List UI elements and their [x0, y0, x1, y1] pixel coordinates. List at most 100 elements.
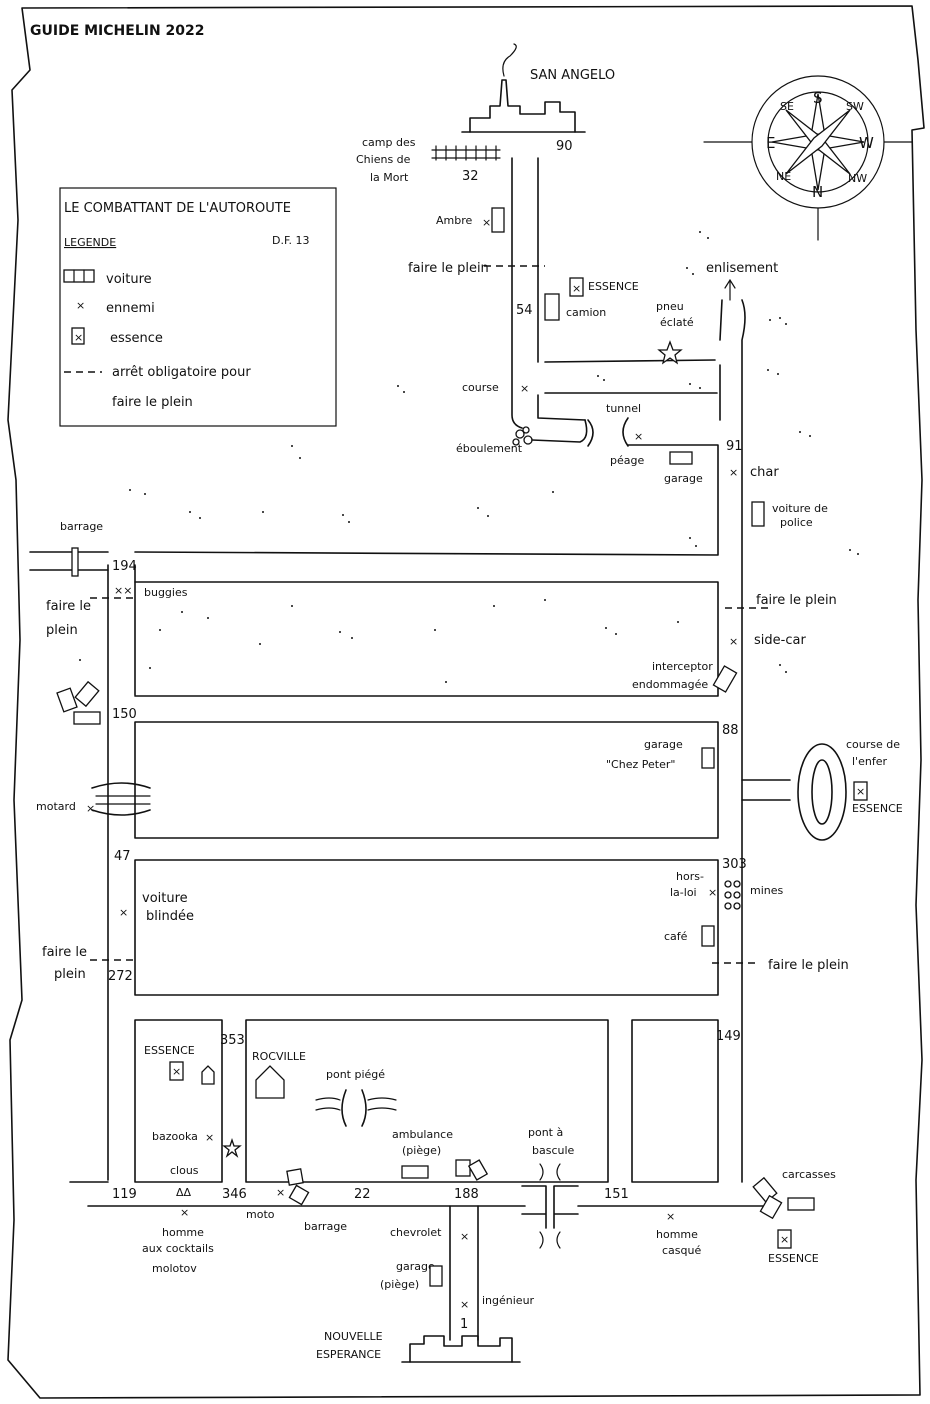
town-south-label-2: ESPERANCE	[316, 1348, 381, 1361]
course-enfer-label-1: course de	[846, 738, 900, 751]
course-label: course	[462, 381, 499, 394]
flat-tire-star-icon	[657, 340, 683, 365]
course-enemy-icon: ×	[520, 382, 529, 395]
carcasses-label: carcasses	[782, 1168, 836, 1181]
pont-bascule-label-2: bascule	[532, 1144, 575, 1157]
svg-text:×: ×	[572, 282, 581, 295]
compass-n: N	[812, 183, 823, 201]
eboulement-label: éboulement	[456, 442, 523, 455]
town-south-label-1: NOUVELLE	[324, 1330, 383, 1343]
camp-fence-icon	[431, 145, 501, 161]
compass-sw: SW	[846, 100, 864, 113]
svg-text:×: ×	[780, 1233, 789, 1246]
garage-label-north: garage	[664, 472, 703, 485]
refuel-label-east-2: faire le plein	[768, 958, 849, 973]
milepost-272: 272	[108, 969, 133, 984]
barrage-icon-west	[71, 547, 79, 577]
buggies-label: buggies	[144, 586, 188, 599]
molotov-enemy-icon: ×	[180, 1206, 189, 1219]
racetrack-outer	[797, 743, 847, 841]
parchment-border	[7, 5, 925, 1399]
fuel-icon-south	[777, 1229, 792, 1249]
milepost-149: 149	[716, 1029, 741, 1044]
milepost-150: 150	[112, 707, 137, 722]
bazooka-label: bazooka	[152, 1130, 198, 1143]
tunnel-arch-icon	[587, 417, 629, 447]
cafe-label: café	[664, 930, 688, 943]
refuel-west-2-line-1: faire le	[42, 945, 87, 960]
town-nouvelle-esperance	[401, 1335, 521, 1363]
blindee-label-2: blindée	[146, 909, 194, 924]
ambulance-label-2: (piège)	[402, 1144, 441, 1157]
fuel-icon-town	[169, 1061, 184, 1081]
truck-icon	[544, 293, 560, 321]
essence-label-racetrack: ESSENCE	[852, 802, 903, 815]
ambre-label: Ambre	[436, 214, 473, 227]
peage-enemy-icon: ×	[634, 430, 643, 443]
compass-rose: S N E W SE SW NE NW	[703, 75, 913, 241]
char-enemy-icon: ×	[729, 466, 738, 479]
police-label-2: police	[780, 516, 813, 529]
car-symbol	[63, 269, 95, 283]
pont-bascule-label-1: pont à	[528, 1126, 563, 1139]
refuel-west-1-line-1: faire le	[46, 599, 91, 614]
compass-w: W	[859, 134, 874, 152]
ingenieur-enemy-icon: ×	[460, 1298, 469, 1311]
camp-label-3: la Mort	[370, 171, 409, 184]
horsloi-enemy-icon: ×	[708, 886, 717, 899]
pont-piege-label: pont piégé	[326, 1068, 385, 1081]
car-wrecks-icon-center	[455, 1159, 489, 1181]
legend-item-car: voiture	[106, 272, 152, 287]
milepost-353: 353	[220, 1033, 245, 1048]
horsloi-label-2: la-loi	[670, 886, 697, 899]
legend-item-fuel: essence	[110, 331, 163, 346]
compass-nw: NW	[848, 172, 867, 185]
blindee-enemy-icon: ×	[119, 906, 128, 919]
fuel-icon-racetrack	[853, 781, 868, 801]
motard-bridge-icon	[91, 782, 151, 816]
svg-text:×: ×	[74, 331, 83, 344]
chevrolet-label: chevrolet	[390, 1226, 442, 1239]
refuel-label-north: faire le plein	[408, 261, 489, 276]
blindee-label-1: voiture	[142, 891, 188, 906]
milepost-194: 194	[112, 559, 137, 574]
svg-text:×: ×	[172, 1065, 181, 1078]
drawbridge-icon	[521, 1163, 579, 1249]
refuel-west-1-line-2: plein	[46, 623, 78, 638]
garage-peter-label: garage	[644, 738, 683, 751]
garage-icon-north	[669, 451, 693, 465]
legend-ref: D.F. 13	[272, 234, 310, 247]
town-north-label: SAN ANGELO	[530, 68, 615, 83]
enlisement-arrow-icon	[724, 278, 736, 301]
legend-panel: LE COMBATTANT DE L'AUTOROUTE LEGENDE D.F…	[59, 187, 337, 427]
chez-peter-label: "Chez Peter"	[606, 758, 675, 771]
casque-label-2: casqué	[662, 1244, 701, 1257]
camp-label-1: camp des	[362, 136, 416, 149]
enlisement-label: enlisement	[706, 261, 778, 276]
car-wrecks-icon-east	[752, 1176, 815, 1220]
milepost-91: 91	[726, 439, 743, 454]
milepost-32: 32	[462, 169, 479, 184]
clous-spikes-icon: ΔΔ	[176, 1186, 192, 1199]
molotov-label-1: homme	[162, 1226, 204, 1239]
fuel-icon-north	[569, 277, 584, 297]
legend-item-enemy: ennemi	[106, 301, 155, 316]
motard-label: motard	[36, 800, 76, 813]
pneu-label-1: pneu	[656, 300, 684, 313]
garage-piege-label-2: (piège)	[380, 1278, 419, 1291]
legend-item-refuel-2: faire le plein	[112, 395, 193, 410]
racetrack-inner	[811, 759, 833, 825]
barrage-label-west: barrage	[60, 520, 103, 533]
tunnel-label: tunnel	[606, 402, 641, 415]
milepost-90: 90	[556, 139, 573, 154]
road-network	[29, 157, 791, 1341]
milepost-54: 54	[516, 303, 533, 318]
garage-piege-icon	[429, 1265, 443, 1287]
car-wrecks-icon-west	[56, 680, 101, 725]
garage-peter-icon	[701, 747, 715, 769]
desert-dots	[79, 231, 859, 683]
molotov-label-2: aux cocktails	[142, 1242, 214, 1255]
milepost-119: 119	[112, 1187, 137, 1202]
buggies-enemy-icon: ××	[114, 584, 132, 597]
